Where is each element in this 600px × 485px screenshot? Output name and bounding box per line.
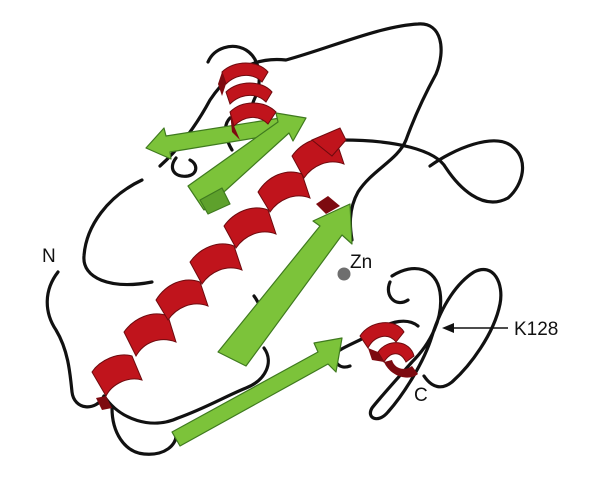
helix-turn <box>223 207 277 249</box>
beta-strand-5 <box>199 187 231 215</box>
helix-turn <box>257 171 311 213</box>
beta-strands <box>145 112 353 447</box>
helix-turn <box>230 112 240 140</box>
n-terminus-label: N <box>42 246 56 267</box>
beta-strand-3 <box>217 203 353 367</box>
helix-turn <box>218 72 226 96</box>
beta-strand-4 <box>171 337 343 447</box>
helix-turn <box>96 396 112 410</box>
helix-turn <box>225 82 273 105</box>
zinc-label: Zn <box>350 252 372 273</box>
zinc-atom <box>337 267 351 281</box>
helix-turn <box>189 243 243 285</box>
alpha-helix-main <box>91 127 347 410</box>
alpha-helix-c-terminal <box>359 322 418 378</box>
helix-turn <box>229 102 277 127</box>
helix-turn <box>123 313 177 358</box>
helix-underside <box>316 196 340 214</box>
alpha-helix-top <box>218 62 277 140</box>
helix-end <box>311 127 347 157</box>
helix-turn <box>368 348 384 362</box>
helix-turn <box>155 279 209 321</box>
helix-turn <box>91 354 143 398</box>
k128-pointer <box>442 323 508 333</box>
helix-turn <box>384 360 418 378</box>
k128-label: K128 <box>514 319 558 340</box>
helix-turn <box>221 62 269 85</box>
helix-turn <box>359 322 405 349</box>
c-terminus-label: C <box>414 385 428 406</box>
helix-turn <box>377 342 415 363</box>
coil-backbone <box>45 22 525 456</box>
